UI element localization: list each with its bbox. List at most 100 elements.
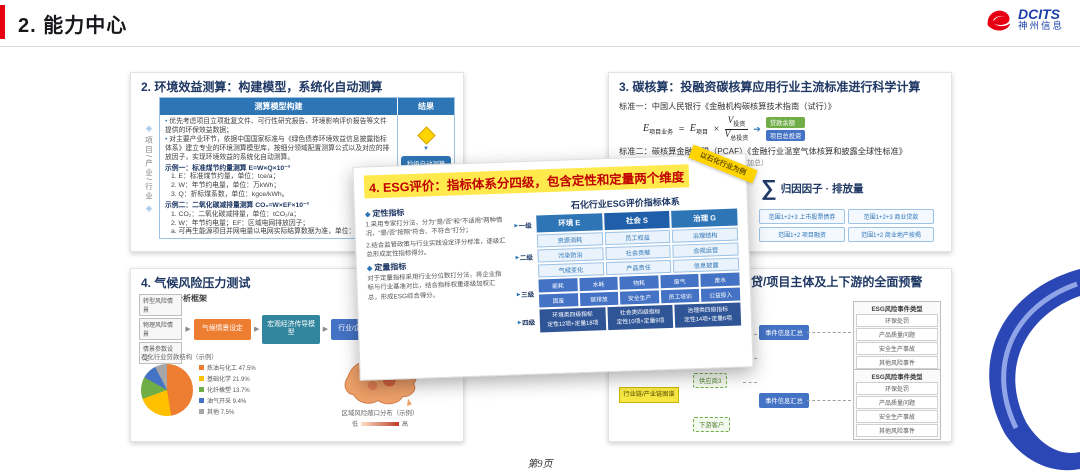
esg-l2-cell: 社会贡献 bbox=[605, 244, 672, 261]
esg-l2-cell: 资源消耗 bbox=[536, 232, 603, 248]
legend-label: 化纤橡塑 13.7% bbox=[207, 388, 250, 395]
page-number: 第9页 bbox=[527, 459, 553, 470]
sum-formula-text: 归因因子 · 排放量 bbox=[780, 182, 864, 195]
arrow-right-icon: ▶ bbox=[322, 326, 329, 334]
header-divider bbox=[0, 46, 1080, 47]
env-body: ◈ 项目/产业/行业 ◈ 测算模型构建 结果 优先考虑项目立项批复文件、可行性研… bbox=[131, 97, 463, 241]
level-2-label: 二级 bbox=[515, 235, 535, 279]
esg-l2-cell: 信息披露 bbox=[673, 257, 740, 273]
esg-l3-cell: 员工培训 bbox=[660, 288, 700, 304]
legend-item: 炼油与化工 47.5% bbox=[199, 363, 256, 372]
pie-area: 石化行业贷款结构（示例） 炼油与化工 47.5%基础化学 21.9%化纤橡塑 1… bbox=[141, 352, 299, 428]
legend-swatch bbox=[199, 398, 204, 404]
loan-balance-tag: 贷款余额 bbox=[765, 117, 806, 129]
event-hub-2: 事件信息汇总 bbox=[759, 393, 809, 408]
carbon-standard2: 标准二：碳核算金融联盟（PCAF）《金融行业温室气体核算和披露全球性标准》 bbox=[619, 147, 907, 157]
esg-l3-cell: 水耗 bbox=[578, 276, 619, 292]
panel-header: ESG风险事件类型 bbox=[871, 306, 923, 313]
quantitative-lines: 对于定量指标采用行业分位数打分法，将企业指标与行业基准对比，结合指标权重逐级加权… bbox=[367, 270, 508, 303]
esg-pillar-header: 治理 G bbox=[671, 208, 738, 228]
card-warning-title: 贷/项目主体及上下游的全面预警 bbox=[751, 275, 923, 289]
esg-indicator-table: 石化行业ESG评价指标体系 一级 环境 E社会 S治理 G 二级 资源消耗员工权… bbox=[514, 193, 742, 334]
diamond-icon: ◈ bbox=[145, 202, 153, 213]
env-example1-line: 3. Q：折标煤系数，单位：kgce/kWh。 bbox=[171, 191, 289, 199]
corner-swoosh-decoration bbox=[989, 269, 1080, 471]
card-esg-evaluation: 4. ESG评价：指标体系分四级，包含定性和定量两个维度 以石化行业为例 定性指… bbox=[352, 144, 758, 381]
esg-l3-cell: 废气 bbox=[660, 273, 700, 289]
logo: DCITS 神州信息 bbox=[984, 7, 1064, 33]
env-bullet-list: 优先考虑项目立项批复文件、可行性研究报告、环境影响评价报告等文件提供的环保效益数… bbox=[165, 118, 392, 162]
env-example2-title: 示例二：二氧化碳减排量测算 CO₂=W×EF×10⁻³ bbox=[165, 201, 309, 209]
legend-swatch bbox=[199, 376, 204, 382]
panel-header: ESG风险事件类型 bbox=[871, 374, 923, 381]
sigma-symbol: ∑ bbox=[761, 175, 777, 201]
fraction-denominator: V总投资 bbox=[724, 128, 749, 142]
esg-l2-cell: 气候变化 bbox=[537, 262, 604, 278]
dcits-logo-icon bbox=[987, 10, 1011, 31]
legend-swatch bbox=[199, 409, 204, 415]
accent-bar bbox=[0, 5, 5, 39]
asset-class-box: 范围1+2 商业地产按揭 bbox=[848, 227, 934, 243]
event-type-row: 其他风险事件 bbox=[856, 424, 938, 437]
env-example1-line: 1. E：标准煤节约量，单位：tce/a； bbox=[171, 173, 280, 181]
legend-item: 基础化学 21.9% bbox=[199, 374, 256, 383]
esg-l3-cell: 公益投入 bbox=[701, 287, 741, 302]
card-env-title: 2. 环境效益测算：构建模型，系统化自动测算 bbox=[141, 80, 383, 94]
logo-text: DCITS 神州信息 bbox=[1018, 7, 1064, 33]
legend-item: 其他 7.5% bbox=[199, 407, 256, 416]
esg-l3-cell: 能耗 bbox=[538, 278, 578, 293]
env-bullet: 对主要产业环节，依据中国国家标准与《绿色债券环境效益信息披露指标体系》建立专业的… bbox=[165, 136, 392, 162]
formula-fraction: V投资 V总投资 bbox=[724, 115, 749, 142]
esg-l2-cell: 员工权益 bbox=[604, 229, 671, 246]
env-example2-line: 2. W：年节约电量；EF：区域电网排放因子； bbox=[171, 219, 310, 227]
total-investment-tag: 项目总投资 bbox=[765, 130, 806, 142]
downstream-box: 下游客户 bbox=[693, 417, 731, 432]
dashed-connector bbox=[743, 382, 757, 383]
esg-l2-cell: 治理结构 bbox=[672, 227, 739, 243]
env-side-label-wrap: ◈ 项目/产业/行业 ◈ bbox=[139, 97, 159, 239]
legend-swatch bbox=[199, 387, 204, 393]
asset-class-box: 范围1+2+3 商业贷款 bbox=[848, 209, 934, 225]
env-side-label: 项目/产业/行业 bbox=[144, 135, 154, 201]
quantitative-line: 对于定量指标采用行业分位数打分法，将企业指标与行业基准对比，结合指标权重逐级加权… bbox=[367, 270, 502, 302]
level-4-label: 四级 bbox=[517, 310, 537, 334]
event-type-row: 产品质量问题 bbox=[856, 396, 938, 409]
panel-rows: 环保处罚产品质量问题安全生产事故其他风险事件 bbox=[856, 314, 938, 369]
env-example1-line: 2. W：年节约电量，单位：万kWh； bbox=[171, 182, 281, 190]
arrow-right-icon: ➔ bbox=[753, 123, 761, 134]
event-type-row: 环保处罚 bbox=[856, 382, 938, 395]
level-3-label: 三级 bbox=[516, 280, 536, 309]
card-climate-title: 4. 气候风险压力测试 bbox=[141, 276, 251, 290]
stage-macro-model: 宏观经济传导模型 bbox=[262, 314, 320, 344]
logo-brand: DCITS bbox=[1017, 6, 1060, 22]
esg-text-column: 定性指标 1.采用专家打分法，分为“是/否”和“不适用”两种情况，“是/否”按照… bbox=[365, 201, 510, 339]
legend-low-label: 低 bbox=[351, 422, 358, 429]
env-example1-lines: 1. E：标准煤节约量，单位：tce/a；2. W：年节约电量，单位：万kWh；… bbox=[165, 173, 392, 199]
formula-lhs: E项目业务 bbox=[643, 122, 674, 136]
qualitative-line: 1.采用专家打分法，分为“是/否”和“不适用”两种情况，“是/否”按照“符合、不… bbox=[365, 216, 503, 238]
carbon-attribution-formula: E项目业务 = E项目 × V投资 V总投资 ➔ 贷款余额 项目总投资 bbox=[643, 115, 951, 142]
dashed-connector bbox=[807, 332, 851, 333]
stage-scenario: 气候情景设定 bbox=[193, 319, 252, 340]
event-type-row: 安全生产事故 bbox=[856, 342, 938, 355]
card-risk-warning: 贷/项目主体及上下游的全面预警 行业链/产业链图谱 供应商1供应商2供应商3 事… bbox=[608, 268, 952, 442]
carbon-standard1: 标准一：中国人民银行《金融机构碳核算技术指南（试行）》 bbox=[619, 102, 836, 112]
panel-rows: 环保处罚产品质量问题安全生产事故其他风险事件 bbox=[856, 382, 938, 437]
scenario-input-box: 转型风险情景 bbox=[139, 294, 183, 317]
formula-equals: = bbox=[678, 123, 685, 135]
event-type-row: 产品质量问题 bbox=[856, 328, 938, 341]
pie-chart bbox=[141, 363, 193, 416]
card-carbon-title: 3. 碳核算：投融资碳核算应用行业主流标准进行科学计算 bbox=[619, 80, 921, 94]
esg-l4-row: 环境类四级指标 定性12项+定量18项社会类四级指标 定性10项+定量9项治理类… bbox=[539, 302, 742, 333]
esg-l2-cell: 合规运营 bbox=[672, 242, 739, 258]
scenario-input-box: 物理风险情景 bbox=[139, 318, 183, 341]
sum-formula: ∑ 归因因子 · 排放量 bbox=[761, 177, 864, 199]
esg-event-panel-1: ESG风险事件类型 环保处罚产品质量问题安全生产事故其他风险事件 bbox=[853, 301, 941, 372]
env-table-head: 测算模型构建 结果 bbox=[160, 98, 454, 116]
env-example2-line: 1. CO₂：二氧化碳减排量，单位：tCO₂/a； bbox=[171, 210, 301, 218]
event-hub-1: 事件信息汇总 bbox=[759, 325, 809, 340]
legend-high-label: 高 bbox=[402, 422, 409, 429]
logo-name: 神州信息 bbox=[1017, 21, 1064, 32]
industry-chain-graph-tag: 行业链/产业链图谱 bbox=[619, 387, 679, 404]
